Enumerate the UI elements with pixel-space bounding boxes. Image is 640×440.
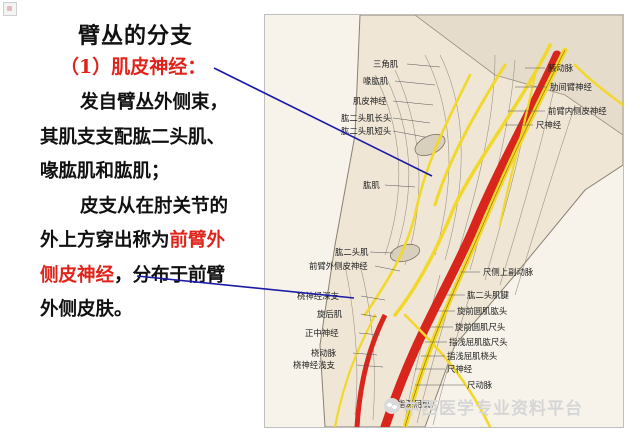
label-ulnar-artery: 尺动脉	[467, 380, 493, 390]
text-segment: ，分布于前臂	[114, 264, 226, 286]
text-line: 发自臂丛外侧束，	[80, 92, 229, 113]
label-fdp-partial: 指深屈肌	[397, 399, 431, 409]
label-radial-superficial-branch: 桡神经浅支	[293, 360, 335, 370]
slide-title: 臂丛的分支	[78, 23, 194, 49]
nerve-outline	[404, 49, 566, 427]
slide-subtitle: （1）肌皮神经：	[60, 56, 207, 78]
label-medial-cutaneous-nerve: 前臂内侧皮神经	[548, 106, 607, 116]
label-pronator-ulnar-head: 旋前圆肌尺头	[455, 322, 505, 332]
highlight-term: 侧皮神经	[40, 264, 115, 286]
text-line: 外上方穿出称为前臂外	[40, 224, 260, 259]
label-biceps-tendon: 肱二头肌腱	[467, 290, 509, 300]
label-musculocutaneous-nerve: 肌皮神经	[353, 96, 387, 106]
image-placeholder-icon	[3, 2, 17, 16]
label-fds-radial-head: 指浅屈肌桡头	[447, 351, 497, 361]
label-coracobrachialis: 喙肱肌	[363, 76, 389, 86]
shoulder-region	[414, 15, 623, 136]
label-ulnar-nerve-upper: 尺神经	[536, 120, 562, 130]
label-axillary-artery: 腋动脉	[548, 63, 574, 73]
label-ulnar-nerve-lower: 尺神经	[447, 364, 473, 374]
watermark-text: 中西医学专业资料平台	[403, 398, 583, 419]
text-line: 外侧皮肤。	[40, 299, 133, 320]
biceps-belly-shape	[389, 243, 421, 263]
label-deltoid: 三角肌	[373, 59, 399, 69]
label-intercostobrachial-nerve: 肋间臂神经	[550, 82, 592, 92]
text-segment: 外上方穿出称为	[40, 230, 170, 251]
text-line: 侧皮神经，分布于前臂	[40, 259, 260, 294]
label-ulnar-collateral-artery: 尺侧上副动脉	[483, 267, 534, 277]
text-line: 其肌支支配肱二头肌、	[40, 126, 226, 148]
radial-artery-vessel	[354, 313, 388, 427]
label-lateral-cutaneous-nerve: 前臂外侧皮神经	[309, 261, 368, 271]
anatomy-illustration: 三角肌 喙肱肌 肌皮神经 肱二头肌长头 肱二头肌短头 肱肌 肱二头肌 前臂外侧皮…	[293, 15, 623, 427]
wechat-icon	[384, 398, 400, 414]
label-median-nerve: 正中神经	[305, 328, 339, 338]
label-radial-artery: 桡动脉	[311, 348, 337, 358]
text-line: 皮支从在肘关节的	[80, 195, 229, 217]
label-supinator: 旋后肌	[317, 309, 343, 319]
text-line: 喙肱肌和肱肌；	[40, 161, 170, 182]
highlight-term: 前臂外	[169, 230, 226, 251]
label-fds-humeroulnar-head: 指浅屈肌肱尺头	[449, 337, 508, 347]
label-biceps-long-head: 肱二头肌长头	[341, 113, 391, 123]
brachial-artery	[380, 50, 562, 427]
label-radial-deep-branch: 桡神经深支	[297, 291, 339, 301]
arm-anatomy-figure: 三角肌 喙肱肌 肌皮神经 肱二头肌长头 肱二头肌短头 肱肌 肱二头肌 前臂外侧皮…	[264, 14, 624, 428]
description-text: 发自臂丛外侧束， 其肌支支配肱二头肌、 喙肱肌和肱肌； 皮支从在肘关节的 外上方…	[40, 86, 260, 328]
label-pronator-humeral-head: 旋前圆肌肱头	[457, 306, 507, 316]
watermark: 中西医学专业资料平台	[384, 394, 583, 419]
label-biceps: 肱二头肌	[335, 247, 369, 257]
label-brachialis: 肱肌	[363, 180, 380, 190]
label-biceps-short-head: 肱二头肌短头	[341, 126, 391, 136]
